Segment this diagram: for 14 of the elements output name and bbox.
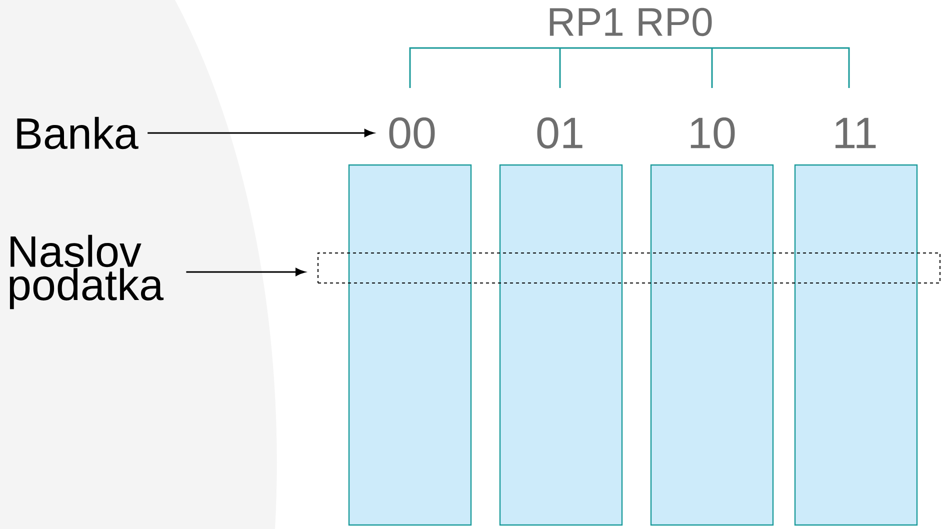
memory-bank [794,164,918,526]
bank-number: 10 [690,117,735,149]
memory-bank [499,164,623,526]
data-address-row [318,252,940,284]
bank-number: 11 [836,118,876,148]
memory-bank [348,164,472,526]
memory-bank [650,164,774,526]
bit-label: RP1 RP0 [550,8,712,36]
side-label: Naslov podatka [10,234,164,310]
arrow [186,268,306,276]
bank-number: 00 [389,117,435,149]
bank-number: 01 [537,117,582,149]
side-label: Banka [17,116,138,150]
arrow [148,129,374,137]
